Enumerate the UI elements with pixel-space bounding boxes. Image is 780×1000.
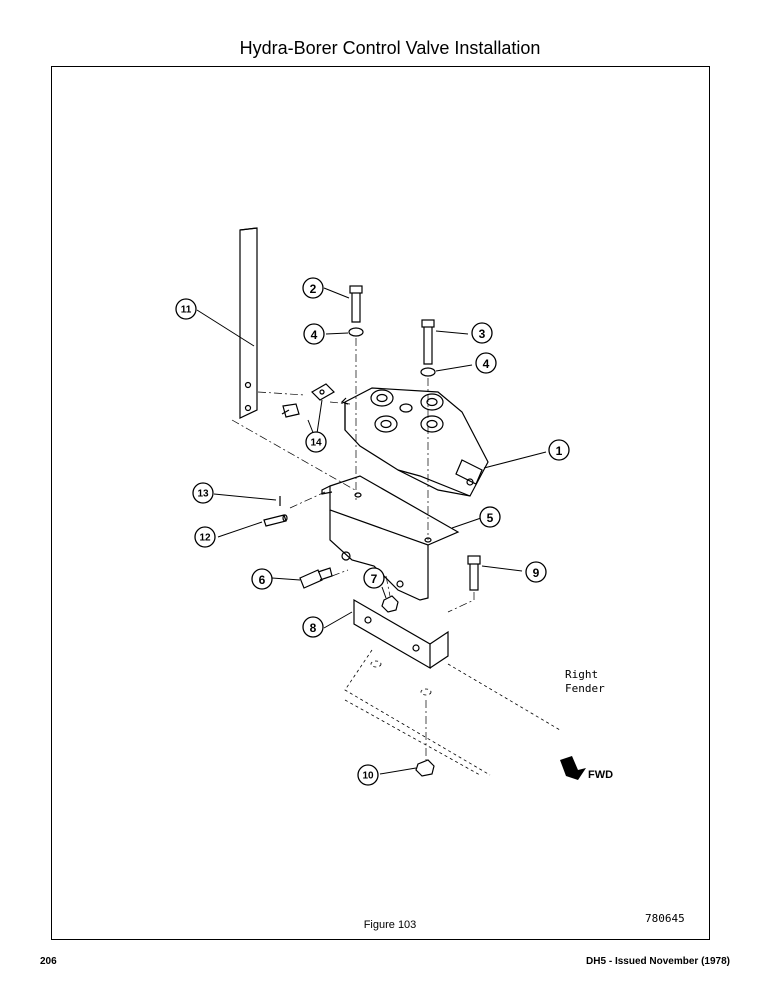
callout-3: 3 xyxy=(479,327,486,341)
fwd-label: FWD xyxy=(588,769,613,781)
callout-10: 10 xyxy=(362,771,374,782)
callout-2: 2 xyxy=(310,282,317,296)
control-lever xyxy=(239,227,258,419)
callout-labels: 1 2 3 4 4 5 6 7 8 9 10 11 12 13 14 xyxy=(181,282,563,782)
angle-bracket xyxy=(353,598,449,670)
callout-13: 13 xyxy=(197,489,209,500)
control-valve xyxy=(340,387,489,497)
callout-1: 1 xyxy=(556,444,563,458)
nut-10 xyxy=(415,759,435,777)
alignment-lines xyxy=(231,338,475,760)
lockwasher-4a xyxy=(348,327,364,337)
lockwasher-4b xyxy=(420,367,436,377)
fender-label-line2: Fender xyxy=(565,682,605,695)
callout-4a: 4 xyxy=(311,328,318,342)
bolt-3 xyxy=(421,319,435,365)
figure-caption: Figure 103 xyxy=(363,919,417,931)
pin xyxy=(263,514,288,527)
bolt-2 xyxy=(349,285,363,323)
callout-14: 14 xyxy=(310,438,322,449)
link-plate xyxy=(311,383,335,401)
nut-7 xyxy=(381,595,399,613)
callout-8: 8 xyxy=(310,621,317,635)
callout-7: 7 xyxy=(371,572,378,586)
figure-frame xyxy=(51,66,710,940)
callout-9: 9 xyxy=(533,566,540,580)
callout-4b: 4 xyxy=(483,357,490,371)
fender-label-line1: Right xyxy=(565,668,598,681)
callout-bubbles xyxy=(175,277,570,786)
callout-11: 11 xyxy=(181,305,192,316)
page-number: 206 xyxy=(40,956,57,967)
footer-issue: DH5 - Issued November (1978) xyxy=(586,956,730,967)
callout-12: 12 xyxy=(199,533,211,544)
callout-5: 5 xyxy=(487,511,494,525)
clevis-pin xyxy=(281,403,300,418)
bolt-9 xyxy=(467,555,481,591)
fender-outline xyxy=(344,649,561,776)
mounting-bracket xyxy=(321,475,460,601)
fwd-arrow-icon xyxy=(560,756,586,780)
callout-6: 6 xyxy=(259,573,266,587)
drawing-number: 780645 xyxy=(645,912,685,925)
bolt-6 xyxy=(299,567,333,589)
page-title: Hydra-Borer Control Valve Installation xyxy=(239,38,541,58)
